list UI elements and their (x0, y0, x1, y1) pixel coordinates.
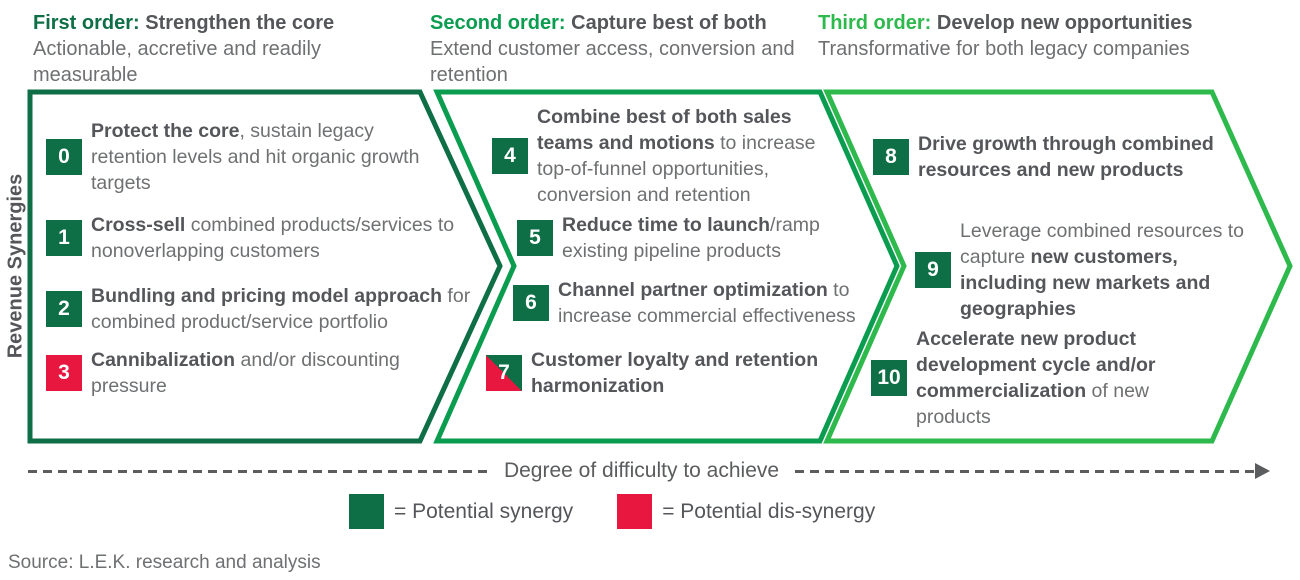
item-2-badge: 2 (46, 291, 82, 327)
item-2-text: Bundling and pricing model approach for … (91, 285, 471, 333)
axis-arrowhead-icon (1255, 463, 1271, 479)
chevron-second-order (433, 89, 900, 444)
synergy-item-4: 4 Combine best of both sales teams and m… (492, 104, 845, 208)
header-third-order-label: Third order: (818, 12, 932, 34)
header-first-order: First order: Strengthen the core Actiona… (33, 10, 388, 88)
header-second-order-title: Capture best of both (571, 12, 767, 34)
synergy-item-8: 8 Drive growth through combined resource… (873, 131, 1243, 183)
chevron-first-order (27, 89, 503, 444)
item-10-text: Accelerate new product development cycle… (916, 328, 1156, 428)
synergy-item-9: 9 Leverage combined resources to capture… (915, 218, 1248, 322)
item-8-badge: 8 (873, 139, 909, 175)
difficulty-axis-label: Degree of difficulty to achieve (503, 459, 780, 482)
synergy-swatch-icon (349, 494, 384, 529)
item-3-badge: 3 (46, 355, 82, 391)
item-3-text: Cannibalization and/or discounting press… (91, 349, 400, 397)
header-third-order-title: Develop new opportunities (936, 12, 1193, 34)
item-6-text: Channel partner optimization to increase… (558, 279, 856, 327)
item-7-text: Customer loyalty and retention harmoniza… (531, 349, 819, 397)
axis-dashed-line-left (28, 469, 488, 473)
item-0-text: Protect the core, sustain legacy retenti… (91, 120, 420, 194)
dis-synergy-item-3: 3 Cannibalization and/or discounting pre… (46, 347, 436, 399)
item-7-badge: 7 (486, 355, 522, 391)
item-5-text: Reduce time to launch/ramp existing pipe… (562, 214, 820, 262)
synergy-item-0: 0 Protect the core, sustain legacy reten… (46, 118, 421, 196)
header-second-order: Second order: Capture best of both Exten… (430, 10, 800, 88)
item-0-badge: 0 (46, 139, 82, 175)
item-4-badge: 4 (492, 138, 528, 174)
legend-dis-synergy-label: = Potential dis-synergy (662, 499, 876, 523)
item-10-badge: 10 (871, 360, 907, 396)
item-4-text: Combine best of both sales teams and mot… (537, 106, 816, 206)
header-first-order-subtitle: Actionable, accretive and readily measur… (33, 38, 321, 86)
synergy-item-6: 6 Channel partner optimization to increa… (513, 277, 858, 329)
revenue-synergies-label: Revenue Synergies (4, 173, 27, 359)
legend: = Potential synergy = Potential dis-syne… (349, 494, 875, 529)
legend-entry-synergy: = Potential synergy (349, 494, 573, 529)
item-1-badge: 1 (46, 220, 82, 256)
synergy-item-1: 1 Cross-sell combined products/services … (46, 212, 481, 264)
dis-synergy-swatch-icon (617, 494, 653, 529)
axis-dashed-line-right (795, 469, 1256, 473)
item-6-badge: 6 (513, 285, 549, 321)
header-third-order-subtitle: Transformative for both legacy companies (818, 38, 1190, 60)
source-note: Source: L.E.K. research and analysis (8, 552, 321, 573)
header-first-order-title: Strengthen the core (145, 12, 335, 34)
difficulty-axis: Degree of difficulty to achieve (28, 458, 1271, 484)
header-first-order-label: First order: (33, 12, 140, 34)
legend-synergy-label: = Potential synergy (394, 499, 574, 523)
legend-entry-dis-synergy: = Potential dis-synergy (617, 494, 875, 529)
chevron-third-order (823, 89, 1293, 444)
mixed-synergy-item-7: 7 Customer loyalty and retention harmoni… (486, 347, 856, 399)
item-5-badge: 5 (517, 220, 553, 256)
header-second-order-label: Second order: (430, 12, 566, 34)
item-8-text: Drive growth through combined resources … (918, 133, 1214, 181)
synergy-item-10: 10 Accelerate new product development cy… (871, 326, 1188, 430)
header-second-order-subtitle: Extend customer access, conversion and r… (430, 38, 795, 86)
synergy-item-5: 5 Reduce time to launch/ramp existing pi… (517, 212, 847, 264)
header-third-order: Third order: Develop new opportunities T… (818, 10, 1258, 62)
item-9-badge: 9 (915, 252, 951, 288)
item-1-text: Cross-sell combined products/services to… (91, 214, 455, 262)
item-9-text: Leverage combined resources to capture n… (960, 220, 1244, 320)
synergy-item-2: 2 Bundling and pricing model approach fo… (46, 283, 503, 335)
